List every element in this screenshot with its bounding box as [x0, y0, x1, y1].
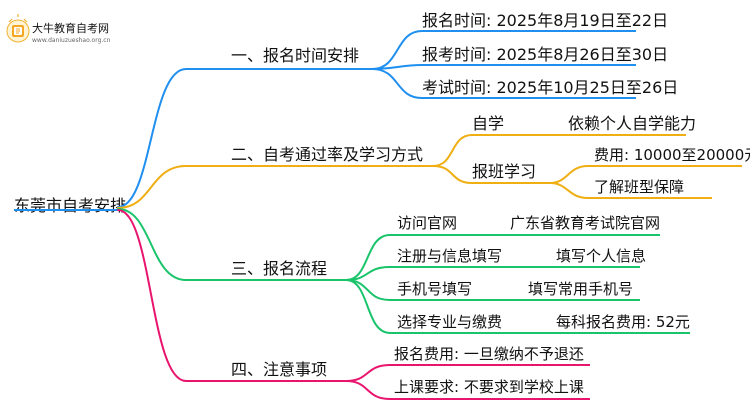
branch-1-label: 一、报名时间安排	[231, 46, 359, 65]
b3-child-4-sub-1: 每科报名费用: 52元	[556, 313, 690, 331]
root-label: 东莞市自考安排	[14, 196, 126, 215]
b3-child-1-label: 访问官网	[397, 214, 457, 232]
edge-b2-c2	[432, 165, 473, 184]
edge-b1-c3	[371, 68, 423, 99]
edge-root-branch-3	[117, 208, 187, 281]
branch-2-label: 二、自考通过率及学习方式	[231, 145, 423, 164]
b3-child-3-label: 手机号填写	[397, 280, 472, 298]
edge-root-branch-4	[117, 209, 187, 382]
b2-child-1-sub-1: 依赖个人自学能力	[568, 114, 696, 133]
b2-child-2-sub-1: 费用: 10000至20000元	[594, 146, 750, 164]
edge-root-branch-2	[117, 165, 187, 209]
b3-child-2-sub-1: 填写个人信息	[556, 247, 646, 265]
book-logo-icon	[6, 14, 30, 43]
b4-child-2-label: 上课要求: 不要求到学校上课	[394, 378, 584, 396]
branch-4-label: 四、注意事项	[231, 360, 327, 379]
edge-b1-c1	[371, 30, 423, 70]
edge-b2-c1	[432, 134, 473, 167]
b2-child-1-label: 自学	[472, 114, 504, 133]
b1-child-2-label: 报考时间: 2025年8月26日至30日	[422, 45, 668, 64]
branch-3: 三、报名流程 访问官网 广东省教育考试院官网 注册与信息填写 填写个人信息 手机…	[117, 208, 690, 334]
b3-child-3-sub-1: 填写常用手机号	[528, 280, 633, 298]
branch-1: 一、报名时间安排 报名时间: 2025年8月19日至22日 报考时间: 2025…	[117, 11, 678, 208]
edge-b2c2-s1	[549, 165, 589, 184]
edge-b3-c3	[345, 279, 391, 301]
logo-name: 大牛教育自考网	[32, 21, 109, 35]
b3-child-2-label: 注册与信息填写	[397, 247, 502, 265]
b1-child-1-label: 报名时间: 2025年8月19日至22日	[422, 11, 668, 30]
branch-2: 二、自考通过率及学习方式 自学 依赖个人自学能力 报班学习 费用: 10000至…	[117, 114, 750, 209]
edge-root-branch-1	[117, 68, 187, 208]
edge-b3-c4	[345, 279, 391, 334]
site-logo: 大牛教育自考网 www.daniuzueshao.org.cn	[6, 14, 111, 44]
b3-child-4-label: 选择专业与缴费	[397, 313, 502, 331]
b1-child-3-label: 考试时间: 2025年10月25日至26日	[422, 78, 678, 97]
b2-child-2-label: 报班学习	[472, 162, 536, 181]
b4-child-1-label: 报名费用: 一旦缴纳不予退还	[394, 345, 584, 363]
b2-child-2-sub-2: 了解班型保障	[594, 178, 684, 196]
b3-child-1-sub-1: 广东省教育考试院官网	[510, 214, 660, 232]
branch-4: 四、注意事项 报名费用: 一旦缴纳不予退还 上课要求: 不要求到学校上课	[117, 209, 590, 400]
branch-3-label: 三、报名流程	[231, 259, 327, 278]
edge-b4-c2	[345, 380, 391, 400]
edge-b4-c1	[345, 364, 391, 382]
logo-url: www.daniuzueshao.org.cn	[32, 37, 111, 44]
edge-b2c2-s2	[549, 182, 589, 199]
root-node: 东莞市自考安排	[14, 196, 126, 215]
